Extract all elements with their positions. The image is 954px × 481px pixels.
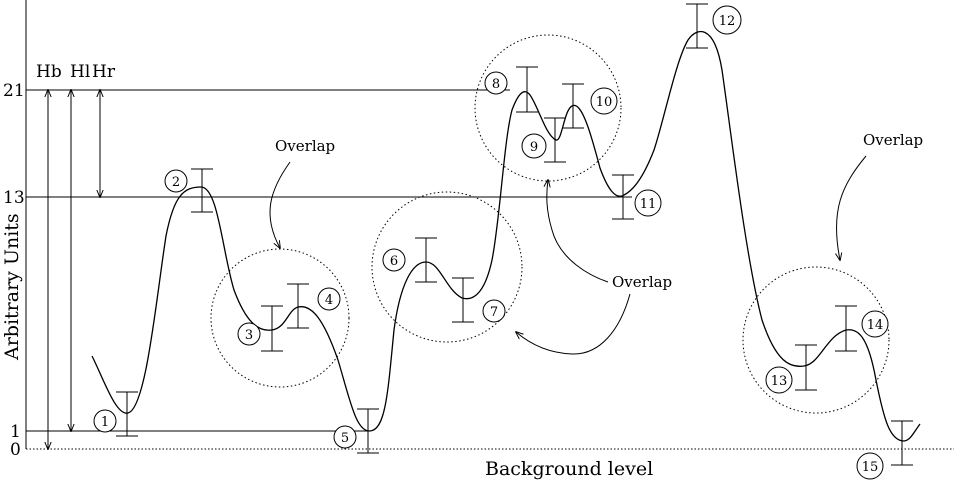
error-bar-6: [415, 237, 437, 283]
error-bar-14: [835, 305, 857, 352]
marker-7: 7: [482, 299, 506, 323]
marker-11: 11: [634, 189, 662, 217]
error-bar-15: [891, 420, 913, 466]
marker-3-label: 3: [245, 328, 253, 343]
marker-2-label: 2: [172, 175, 180, 190]
overlap-arrow-1: [269, 161, 291, 248]
error-bar-2: [191, 168, 213, 213]
error-bar-7: [452, 277, 474, 323]
error-bar-11: [612, 174, 634, 220]
tick-label-21: 21: [3, 81, 25, 101]
error-bar-13: [795, 344, 817, 391]
marker-1-label: 1: [101, 415, 109, 430]
overlap-arrow-2b: [516, 293, 631, 355]
error-bar-10: [562, 83, 584, 129]
marker-4-label: 4: [325, 293, 333, 308]
error-bar-12: [686, 3, 708, 49]
overlap-arrow-3: [836, 155, 867, 260]
marker-15-label: 15: [862, 460, 879, 475]
marker-1: 1: [93, 409, 117, 433]
tick-label-1: 1: [10, 422, 21, 442]
marker-9-label: 9: [530, 140, 538, 155]
tick-label-13: 13: [3, 188, 25, 208]
overlap-circle-8-10: [474, 34, 622, 182]
marker-6-label: 6: [390, 254, 398, 269]
overlap-circle-6-7: [371, 191, 523, 343]
marker-13-label: 13: [771, 374, 788, 389]
error-bar-9: [544, 117, 566, 163]
overlap-circle-3-4: [210, 248, 350, 388]
marker-8: 8: [484, 71, 508, 95]
error-bar-8: [516, 66, 538, 113]
hl-label: Hl: [70, 62, 90, 82]
error-bar-1: [116, 391, 138, 437]
error-bar-4: [287, 283, 309, 329]
marker-2: 2: [164, 169, 188, 193]
error-bars: [116, 3, 913, 466]
marker-5: 5: [333, 425, 357, 449]
marker-11-label: 11: [640, 197, 657, 212]
error-bar-5: [357, 408, 379, 454]
overlap-label-2: Overlap: [612, 273, 672, 291]
tick-label-0: 0: [10, 440, 21, 460]
marker-13: 13: [765, 366, 793, 394]
overlap-label-1: Overlap: [275, 137, 335, 155]
error-bar-3: [261, 305, 283, 352]
marker-3: 3: [237, 322, 261, 346]
marker-14-label: 14: [867, 318, 884, 333]
signal-curve: [91, 30, 921, 442]
overlap-arrow-2a: [547, 180, 609, 283]
marker-15: 15: [856, 452, 884, 480]
marker-14: 14: [861, 310, 889, 338]
marker-12-label: 12: [719, 14, 736, 29]
overlap-label-3: Overlap: [863, 131, 923, 149]
marker-10-label: 10: [596, 95, 613, 110]
overlap-circle-13-14: [742, 266, 890, 414]
x-axis-label: Background level: [485, 458, 653, 480]
y-axis-label: Arbitrary Units: [1, 213, 23, 361]
marker-7-label: 7: [490, 305, 498, 320]
marker-10: 10: [590, 87, 618, 115]
marker-8-label: 8: [492, 77, 500, 92]
marker-6: 6: [382, 248, 406, 272]
marker-5-label: 5: [341, 431, 349, 446]
marker-9: 9: [521, 133, 547, 159]
hr-label: Hr: [92, 62, 116, 82]
hb-label: Hb: [36, 62, 62, 82]
marker-12: 12: [712, 5, 742, 35]
marker-4: 4: [317, 287, 341, 311]
